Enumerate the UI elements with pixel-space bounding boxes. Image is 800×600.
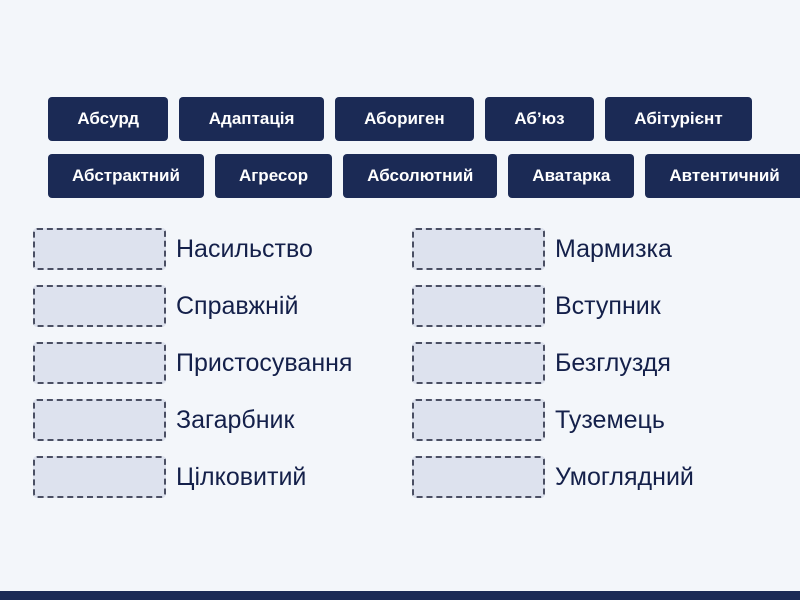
match-slot-bezhluzdia[interactable]: [412, 342, 545, 384]
answer-tile-abstraktnyi[interactable]: Абстрактний: [48, 154, 204, 198]
definition-label: Цілковитий: [176, 462, 307, 491]
match-row: Цілковитий: [33, 456, 412, 498]
answer-tile-absolutnyi[interactable]: Абсолютний: [343, 154, 498, 198]
match-row: Вступник: [412, 285, 791, 327]
tile-row-1: Абсурд Адаптація Абориген Аб’юз Абітуріє…: [48, 97, 752, 141]
answer-tile-absurd[interactable]: Абсурд: [48, 97, 169, 141]
match-slot-nasylstvo[interactable]: [33, 228, 166, 270]
answer-tile-aborygen[interactable]: Абориген: [334, 97, 475, 141]
answer-tile-avtentychnyi[interactable]: Автентичний: [645, 154, 800, 198]
match-row: Насильство: [33, 228, 412, 270]
match-slot-umohliadnyi[interactable]: [412, 456, 545, 498]
definition-label: Вступник: [555, 291, 661, 320]
match-row: Безглуздя: [412, 342, 791, 384]
bottom-bar: [0, 591, 800, 600]
match-slot-vstupnyk[interactable]: [412, 285, 545, 327]
answer-tiles-area: Абсурд Адаптація Абориген Аб’юз Абітуріє…: [48, 97, 800, 211]
match-slot-tuzemets[interactable]: [412, 399, 545, 441]
match-row: Туземець: [412, 399, 791, 441]
definition-label: Умоглядний: [555, 462, 694, 491]
answer-tile-abiturient[interactable]: Абітурієнт: [604, 97, 752, 141]
definition-label: Справжній: [176, 291, 299, 320]
match-slot-zaharbnyk[interactable]: [33, 399, 166, 441]
answer-tile-avatarka[interactable]: Аватарка: [508, 154, 635, 198]
definition-label: Туземець: [555, 405, 665, 434]
match-slot-marmyzka[interactable]: [412, 228, 545, 270]
answer-tile-abyuz[interactable]: Аб’юз: [485, 97, 594, 141]
match-row: Загарбник: [33, 399, 412, 441]
definition-label: Безглуздя: [555, 348, 671, 377]
tile-row-2: Абстрактний Агресор Абсолютний Аватарка …: [48, 154, 800, 198]
match-area: Насильство Справжній Пристосування Загар…: [33, 228, 791, 513]
match-column-left: Насильство Справжній Пристосування Загар…: [33, 228, 412, 513]
match-row: Пристосування: [33, 342, 412, 384]
definition-label: Пристосування: [176, 348, 353, 377]
answer-tile-adaptacia[interactable]: Адаптація: [179, 97, 324, 141]
definition-label: Мармизка: [555, 234, 672, 263]
match-row: Умоглядний: [412, 456, 791, 498]
definition-label: Загарбник: [176, 405, 295, 434]
match-slot-tsilkovytyi[interactable]: [33, 456, 166, 498]
match-row: Мармизка: [412, 228, 791, 270]
match-row: Справжній: [33, 285, 412, 327]
match-column-right: Мармизка Вступник Безглуздя Туземець Умо…: [412, 228, 791, 513]
match-slot-spravzhnii[interactable]: [33, 285, 166, 327]
answer-tile-ahresor[interactable]: Агресор: [214, 154, 333, 198]
match-slot-prystosuvannia[interactable]: [33, 342, 166, 384]
definition-label: Насильство: [176, 234, 313, 263]
